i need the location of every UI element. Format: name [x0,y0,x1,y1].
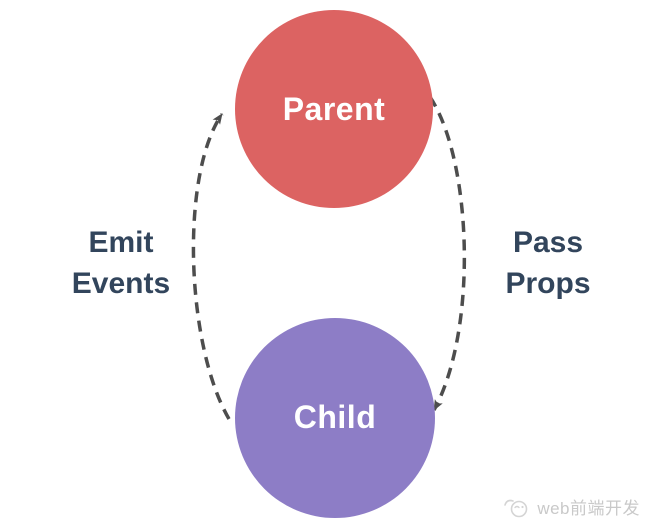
emit-events-label-line1: Emit [88,226,154,259]
pass-props-arrow [428,96,467,411]
pass-props-label-line2: Props [505,267,591,300]
pass-props-label: Pass Props [463,222,633,304]
watermark-text: web前端开发 [537,499,640,518]
emit-events-arrow [191,113,231,420]
pass-props-label-line1: Pass [512,226,584,259]
watermark: web前端开发 [503,494,640,519]
emit-events-label: Emit Events [36,222,206,304]
hand-logo-icon [504,499,528,517]
child-node-circle [235,318,435,518]
emit-events-label-line2: Events [71,267,171,300]
parent-node-circle [235,10,433,208]
